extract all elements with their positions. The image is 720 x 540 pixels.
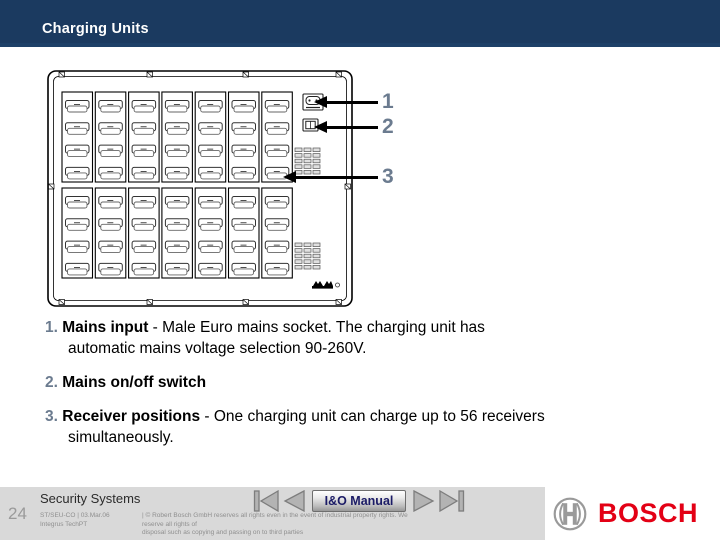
callout-arrowhead-1 [314, 96, 327, 108]
feature-list: 1. Mains input - Male Euro mains socket.… [45, 317, 665, 461]
item-text-line2: automatic mains voltage selection 90-260… [68, 340, 367, 357]
division-label: Security Systems [40, 491, 141, 506]
page-title: Charging Units [42, 21, 149, 37]
copyright-line-2: disposal such as copying and passing on … [142, 529, 304, 536]
item-text: - Male Euro mains socket. The charging u… [148, 319, 485, 336]
list-item-mains-input: 1. Mains input - Male Euro mains socket.… [45, 317, 665, 359]
callout-arrowhead-2 [314, 121, 327, 133]
callout-number-2: 2 [382, 115, 394, 138]
item-text-line2: simultaneously. [68, 429, 174, 446]
fineprint: ST/SEU-CO | 03.Mar.06 Integrus TechPT | … [40, 512, 417, 538]
callout-arrow-2 [326, 126, 378, 129]
list-item-mains-switch: 2. Mains on/off switch [45, 372, 665, 393]
charging-unit-diagram [47, 70, 353, 307]
callout-number-1: 1 [382, 90, 394, 113]
item-title: Mains on/off switch [62, 374, 207, 391]
callout-arrow-1 [326, 101, 378, 104]
bosch-wordmark: BOSCH [598, 498, 699, 528]
item-title: Mains input [62, 319, 149, 336]
list-item-receiver-positions: 3. Receiver positions - One charging uni… [45, 406, 665, 448]
page-number: 24 [8, 504, 27, 523]
item-number: 1. [45, 319, 58, 336]
last-slide-icon[interactable] [439, 490, 465, 512]
next-slide-icon[interactable] [412, 490, 436, 512]
bosch-logo: BOSCH [545, 487, 720, 540]
doc-name: Integrus TechPT [40, 520, 88, 528]
slide-footer: 24 Security Systems ST/SEU-CO | 03.Mar.0… [0, 487, 720, 540]
callout-arrow-3 [295, 176, 378, 179]
doc-reference: ST/SEU-CO | 03.Mar.06 [40, 512, 110, 519]
manual-button[interactable]: I&O Manual [312, 490, 406, 512]
callout-number-3: 3 [382, 165, 394, 188]
bosch-armature-icon [553, 497, 587, 530]
slide-header: Charging Units [0, 0, 720, 47]
slide-navigation: I&O Manual [253, 490, 465, 512]
first-slide-icon[interactable] [253, 490, 279, 512]
copyright-line-1: | © Robert Bosch GmbH reserves all right… [142, 512, 408, 528]
item-title: Receiver positions [62, 408, 201, 425]
item-text: - One charging unit can charge up to 56 … [200, 408, 545, 425]
item-number: 2. [45, 374, 58, 391]
item-number: 3. [45, 408, 58, 425]
callout-arrowhead-3 [283, 171, 296, 183]
charging-unit-panel-illustration [47, 70, 353, 307]
previous-slide-icon[interactable] [282, 490, 306, 512]
